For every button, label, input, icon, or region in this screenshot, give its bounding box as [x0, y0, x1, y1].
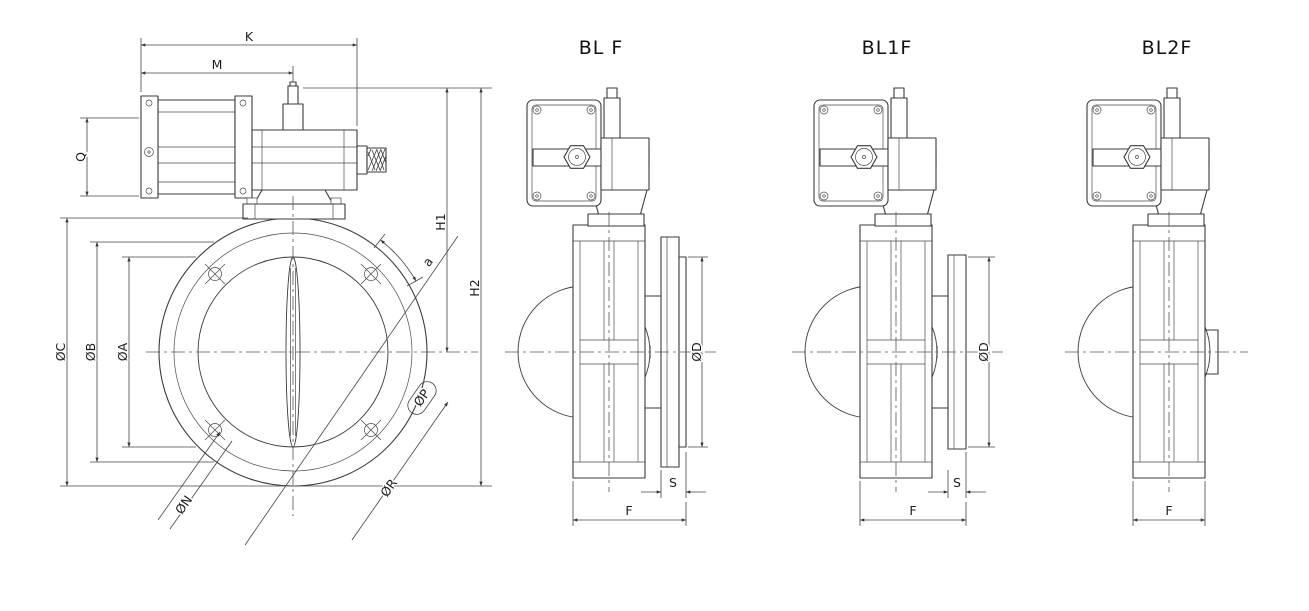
dim-label-m: M — [212, 57, 223, 72]
side-view-body-bl2f — [1077, 87, 1211, 493]
dim-label-dia-d: ØD — [689, 342, 704, 361]
diagonal-reference-line — [244, 235, 459, 546]
actuator-front — [140, 81, 387, 220]
side-view-body-bl1f — [804, 87, 938, 493]
dim-label-angle-a: a — [419, 254, 436, 269]
dim-label-dia-b: ØB — [83, 343, 98, 361]
side-view-bl1f: BL1F ØD S F — [792, 37, 1003, 526]
dim-label-dia-d: ØD — [976, 342, 991, 361]
side-view-blf: BL F ØD S F — [505, 37, 716, 526]
view-title-bl2f: BL2F — [1142, 37, 1193, 59]
dim-label-h1: H1 — [433, 213, 448, 230]
bolt-hole — [204, 263, 226, 285]
dim-label-f: F — [1165, 503, 1172, 518]
dim-label-f: F — [625, 503, 632, 518]
dim-label-dia-c: ØC — [53, 342, 68, 361]
dim-label-k: K — [245, 29, 254, 44]
front-view: K M Q ØC ØB ØA — [52, 28, 492, 546]
dim-label-h2: H2 — [467, 279, 482, 296]
dim-label-f: F — [909, 503, 916, 518]
dim-label-dia-p: ØP — [410, 386, 433, 409]
bolt-hole — [204, 419, 226, 441]
dim-label-dia-r: ØR — [377, 476, 400, 500]
dim-label-dia-a: ØA — [115, 342, 130, 361]
dimensions-front: K M Q ØC ØB ØA — [52, 28, 492, 546]
view-title-bl1f: BL1F — [862, 37, 913, 59]
bolt-hole — [360, 263, 382, 285]
side-view-bl2f: BL2F F — [1065, 37, 1248, 526]
dim-label-q: Q — [73, 152, 88, 162]
bolt-hole — [360, 419, 382, 441]
dim-label-s: S — [953, 475, 961, 490]
dim-label-s: S — [669, 475, 677, 490]
view-title-blf: BL F — [579, 37, 624, 59]
side-view-body-blf — [517, 87, 651, 493]
dim-label-dia-n: ØN — [172, 493, 195, 517]
dia-p-callout-box — [407, 381, 437, 415]
